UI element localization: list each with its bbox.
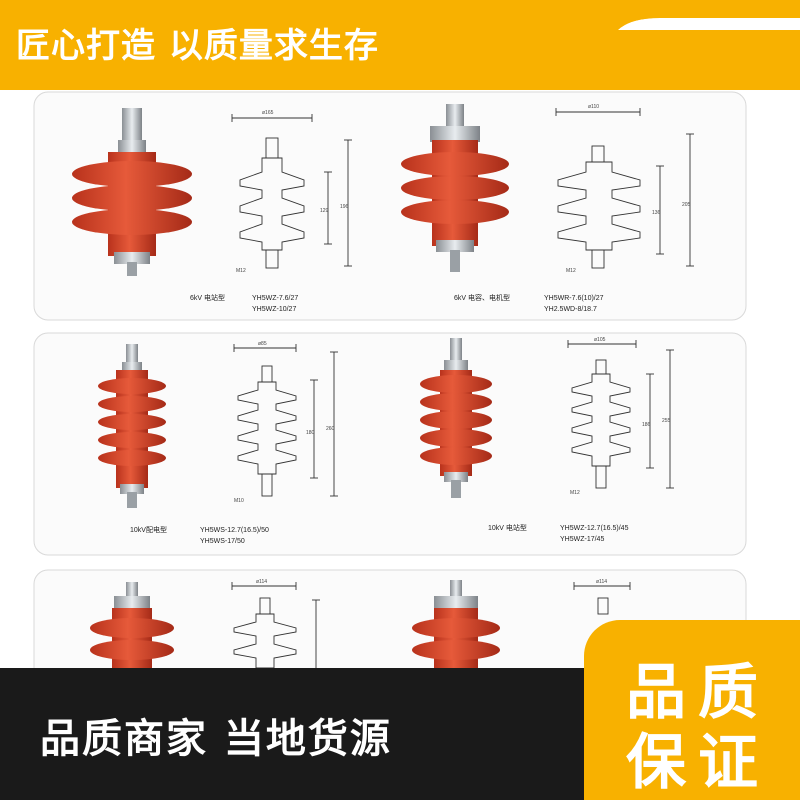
arrester-drawing-1 [231, 114, 352, 269]
dim-height-inner-4: 186 [642, 422, 651, 428]
dim-width-6: ø114 [596, 579, 607, 585]
bottom-tagline-bar [0, 668, 600, 800]
quality-badge [584, 620, 800, 800]
product-usage-1: 6kV 电站型 [190, 293, 225, 302]
arrester-photo-2 [401, 104, 509, 272]
dim-height-inner-3: 180 [306, 430, 315, 436]
dim-thread-3: M10 [234, 498, 244, 504]
arrester-drawing-2 [555, 108, 694, 269]
panel-row-1 [33, 91, 747, 321]
dim-thread-2: M12 [566, 268, 576, 274]
arrester-photo-3 [98, 344, 166, 508]
product-model-3a: YH5WS-12.7(16.5)/50 [200, 527, 269, 534]
arrester-photo-5 [90, 582, 174, 678]
top-banner: 匠心打造 以质量求生存 [0, 0, 800, 90]
tagline-text: 品质商家 当地货源 [40, 716, 392, 762]
product-usage-2: 6kV 电容、电机型 [454, 293, 510, 302]
dim-height-inner-1: 129 [320, 208, 329, 214]
product-model-4a: YH5WZ-12.7(16.5)/45 [560, 525, 629, 532]
dim-height-outer-3: 260 [326, 426, 335, 432]
dim-width-3: ø85 [258, 341, 267, 347]
badge-line-2: 保证 [626, 728, 770, 798]
dim-height-outer-2: 205 [682, 202, 691, 208]
arrester-drawing-3 [233, 344, 338, 497]
dim-height-outer-4: 255 [662, 418, 671, 424]
dim-thread-4: M12 [570, 490, 580, 496]
slogan-text: 匠心打造 以质量求生存 [16, 26, 379, 66]
dim-height-outer-1: 196 [340, 204, 349, 210]
arrester-drawing-5 [231, 582, 320, 669]
arrester-drawing-4 [567, 340, 674, 489]
badge-line-1: 品质 [626, 658, 770, 728]
product-usage-4: 10kV 电站型 [488, 523, 527, 532]
product-usage-3: 10kV配电型 [130, 525, 167, 534]
arrester-photo-1 [72, 108, 192, 276]
dim-width-2: ø110 [588, 104, 599, 110]
panel-row-2 [33, 332, 747, 556]
arrester-photo-6 [412, 580, 500, 668]
dim-thread-1: M12 [236, 268, 246, 274]
arrester-photo-4 [420, 338, 492, 498]
dim-width-4: ø105 [594, 337, 606, 343]
product-model-2a: YH5WR-7.6(10)/27 [544, 295, 604, 302]
dim-height-inner-2: 136 [652, 210, 661, 216]
product-model-1b: YH5WZ-10/27 [252, 306, 296, 313]
product-model-1a: YH5WZ-7.6/27 [252, 295, 298, 302]
product-model-4b: YH5WZ-17/45 [560, 536, 604, 543]
arrester-drawing-6 [573, 582, 631, 615]
product-model-3b: YH5WS-17/50 [200, 538, 245, 545]
product-model-2b: YH2.5WD-8/18.7 [544, 306, 597, 313]
dim-width-1: ø165 [262, 110, 274, 116]
dim-width-5: ø114 [256, 579, 267, 585]
